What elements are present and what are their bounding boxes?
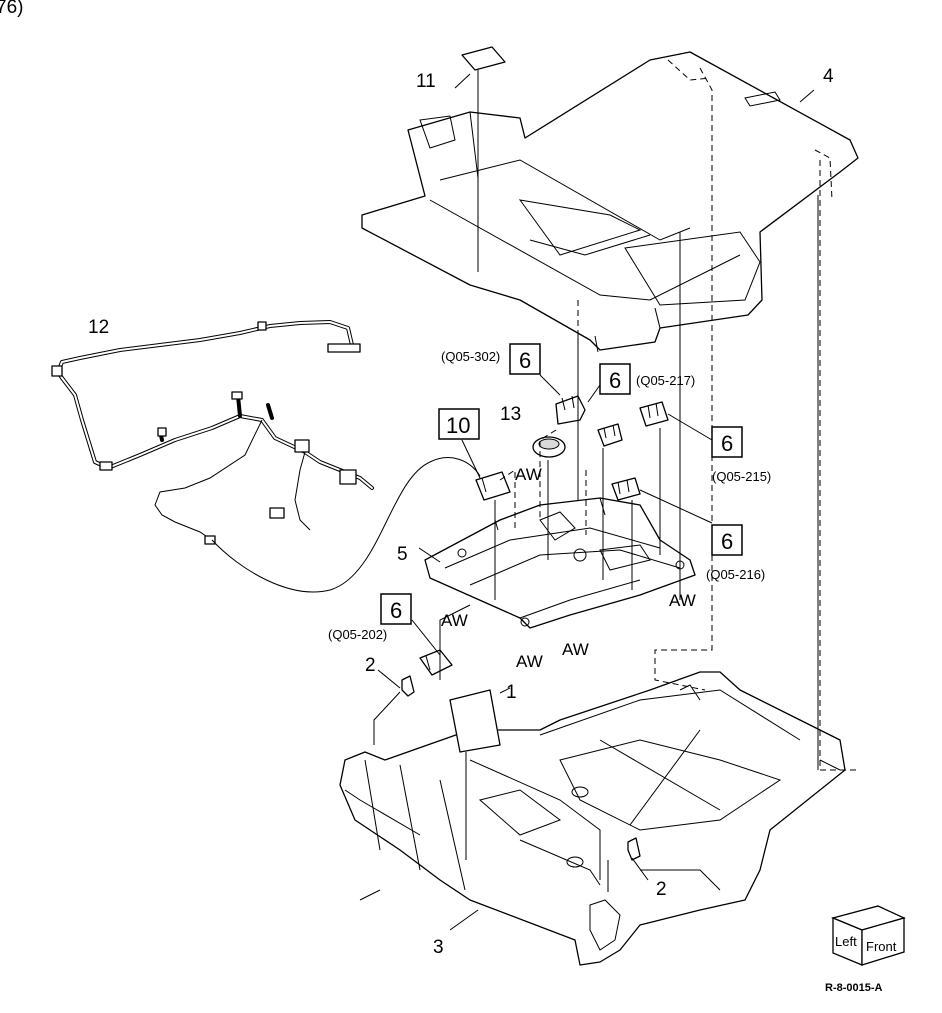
ref-q05-302: (Q05-302) — [441, 349, 500, 364]
boxed-callout-6-q05-216: 6 — [711, 524, 743, 556]
svg-text:6: 6 — [721, 529, 733, 554]
sensor-q05-216 — [611, 477, 641, 501]
boxed-callout-10: 10 — [438, 408, 480, 440]
svg-text:6: 6 — [519, 348, 531, 373]
ref-q05-202: (Q05-202) — [328, 627, 387, 642]
boxed-callouts: 6 6 6 6 6 10 — [380, 343, 743, 625]
part-4-top-cover — [361, 51, 859, 353]
cube-left-label: Left — [835, 934, 857, 949]
part-1-sheet — [449, 689, 501, 753]
svg-text:6: 6 — [390, 598, 402, 623]
sensor-wire — [211, 457, 481, 593]
aw-mark: AW — [562, 640, 589, 659]
boxed-callout-6-q05-215: 6 — [711, 426, 743, 458]
boxed-callout-6-q05-202: 6 — [380, 593, 412, 625]
ref-q05-216: (Q05-216) — [706, 567, 765, 582]
callout-11: 11 — [416, 71, 436, 92]
ref-q05-215: (Q05-215) — [712, 469, 771, 484]
aw-mark: AW — [515, 465, 542, 484]
part-2-clip-right — [627, 837, 641, 861]
callout-3: 3 — [433, 937, 444, 958]
boxed-callout-6-q05-302: 6 — [509, 343, 541, 375]
part-3-base-tray — [339, 671, 846, 966]
ref-q05-217: (Q05-217) — [636, 373, 695, 388]
sensor-q05-215 — [639, 401, 669, 427]
svg-text:6: 6 — [609, 368, 621, 393]
header-fragment: 76) — [0, 0, 23, 18]
cube-front-label: Front — [866, 939, 897, 954]
aw-mark: AW — [516, 652, 543, 671]
svg-text:6: 6 — [721, 431, 733, 456]
boxed-callout-6-q05-217: 6 — [599, 363, 631, 395]
callout-2-right: 2 — [656, 879, 667, 900]
aw-mark: AW — [669, 591, 696, 610]
callout-labels: 11 4 12 13 5 2 1 2 3 — [88, 66, 834, 958]
sensor-q05-217 — [597, 423, 623, 447]
callout-1: 1 — [506, 682, 517, 703]
aw-mark: AW — [441, 611, 468, 630]
assembly-lines — [373, 67, 860, 892]
part-2-clip-left — [401, 675, 415, 697]
part-11-label — [461, 46, 506, 71]
callout-leaders — [377, 73, 815, 931]
aw-marks: AW AW AW AW AW — [441, 465, 696, 671]
callout-12: 12 — [88, 317, 109, 338]
svg-text:10: 10 — [446, 413, 470, 438]
part-5-bracket-plate — [424, 497, 696, 629]
sensor-q05-302 — [555, 395, 586, 425]
part-13-roller — [532, 436, 566, 458]
callout-5: 5 — [397, 544, 408, 565]
callout-2-left: 2 — [365, 655, 376, 676]
callout-13: 13 — [500, 404, 521, 425]
orientation-cube: Left Front — [830, 905, 906, 966]
part-12-wire-harness — [51, 320, 374, 545]
sensor-q05-202 — [419, 649, 453, 676]
drawing-id: R-8-0015-A — [825, 982, 883, 994]
reference-codes: (Q05-302) (Q05-217) (Q05-215) (Q05-216) … — [328, 349, 771, 642]
callout-4: 4 — [823, 66, 834, 87]
sensor-10 — [475, 471, 511, 501]
